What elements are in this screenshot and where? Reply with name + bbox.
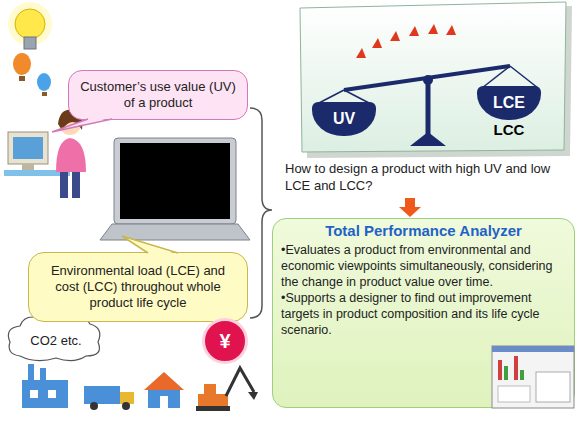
red-mark	[372, 38, 382, 48]
laptop-keyboard	[100, 224, 250, 240]
excavator-arm	[226, 368, 254, 396]
tail-outline	[122, 236, 178, 253]
excavator-icon	[196, 368, 258, 411]
excavator-cab	[204, 384, 216, 394]
balance-scale	[300, 2, 572, 158]
red-mark	[409, 26, 419, 36]
chart-bar	[504, 366, 508, 380]
red-mark	[390, 31, 400, 41]
balloon	[13, 53, 31, 75]
screenshot-thumbnail	[492, 346, 574, 408]
body	[56, 138, 86, 172]
down-arrow	[399, 198, 421, 217]
pan-label: UV	[333, 110, 355, 128]
laptop-screen	[120, 143, 230, 219]
laptop	[100, 138, 250, 240]
truck-icon	[84, 386, 134, 410]
laptop-lid	[114, 138, 236, 224]
house-icon	[144, 372, 184, 408]
brace	[250, 108, 272, 318]
currency-symbol: ¥	[219, 330, 230, 353]
tail-outline	[52, 119, 112, 132]
arrow-head	[399, 207, 421, 217]
speech-bubble: Environmental load (LCE) and cost (LCC) …	[28, 252, 248, 322]
monitor-screen	[13, 137, 43, 159]
balloons	[13, 53, 51, 96]
factory-body	[22, 380, 68, 408]
bullet-text: •Evaluates a product from environmental …	[281, 242, 566, 290]
chart-bar	[498, 360, 502, 380]
tail-fill	[52, 118, 110, 132]
table-area	[498, 386, 530, 402]
house-body	[148, 390, 180, 408]
pink-bubble-tail	[52, 118, 112, 132]
arrow-shaft	[405, 198, 415, 207]
door	[160, 396, 168, 408]
chart-bar	[520, 370, 524, 380]
truck-cargo	[84, 386, 120, 404]
speech-bubble: Customer’s use value (UV) of a product	[68, 70, 248, 120]
chart-bar	[514, 356, 518, 380]
excavator-track	[196, 406, 230, 411]
lightbulb	[8, 2, 52, 49]
yellow-bubble-tail	[122, 236, 178, 254]
excavator-body	[198, 394, 228, 406]
wheel	[122, 402, 130, 410]
chimney	[40, 368, 46, 380]
pan-label: LCC	[477, 121, 541, 138]
yen-circle: ¥	[202, 318, 248, 364]
red-mark	[428, 24, 438, 34]
scale-post	[426, 82, 431, 140]
woman-at-computer	[4, 110, 86, 198]
dialog	[536, 372, 570, 402]
tool-box: Total Performance Analyzer •Evaluates a p…	[272, 218, 575, 408]
balloon-basket	[19, 76, 25, 81]
tail-fill	[122, 236, 176, 254]
wheel	[90, 402, 98, 410]
cloud-node: CO2 etc.	[10, 318, 102, 362]
roof	[144, 372, 184, 390]
window	[30, 390, 38, 398]
bubble-text: Environmental load (LCE) and cost (LCC) …	[39, 263, 237, 311]
red-mark	[446, 25, 456, 35]
window	[48, 390, 56, 398]
monitor-stand	[22, 164, 34, 170]
scale-base	[410, 132, 446, 146]
red-mark	[356, 48, 366, 58]
window-frame	[492, 346, 574, 408]
pan-label: LCE	[493, 94, 525, 112]
red-marks	[356, 24, 456, 58]
box-title: Total Performance Analyzer	[281, 223, 566, 239]
panel	[300, 2, 566, 152]
leg	[60, 172, 68, 198]
bulb-base	[24, 37, 36, 49]
bullet-text: •Supports a designer to find out improve…	[281, 290, 566, 338]
bubble-text: Customer’s use value (UV) of a product	[77, 79, 239, 111]
factory-icon	[22, 364, 68, 408]
excavator-bucket	[248, 392, 258, 400]
monitor	[8, 132, 48, 164]
balloon	[37, 73, 51, 91]
cloud-text: CO2 etc.	[30, 333, 81, 348]
chimney	[28, 364, 34, 380]
hanger	[510, 66, 538, 88]
question-text: How to design a product with high UV and…	[285, 160, 575, 194]
leg	[72, 172, 80, 198]
hanger	[482, 66, 510, 88]
window-titlebar	[492, 346, 574, 352]
bulb-glass	[15, 9, 45, 39]
balloon-basket	[42, 92, 47, 96]
